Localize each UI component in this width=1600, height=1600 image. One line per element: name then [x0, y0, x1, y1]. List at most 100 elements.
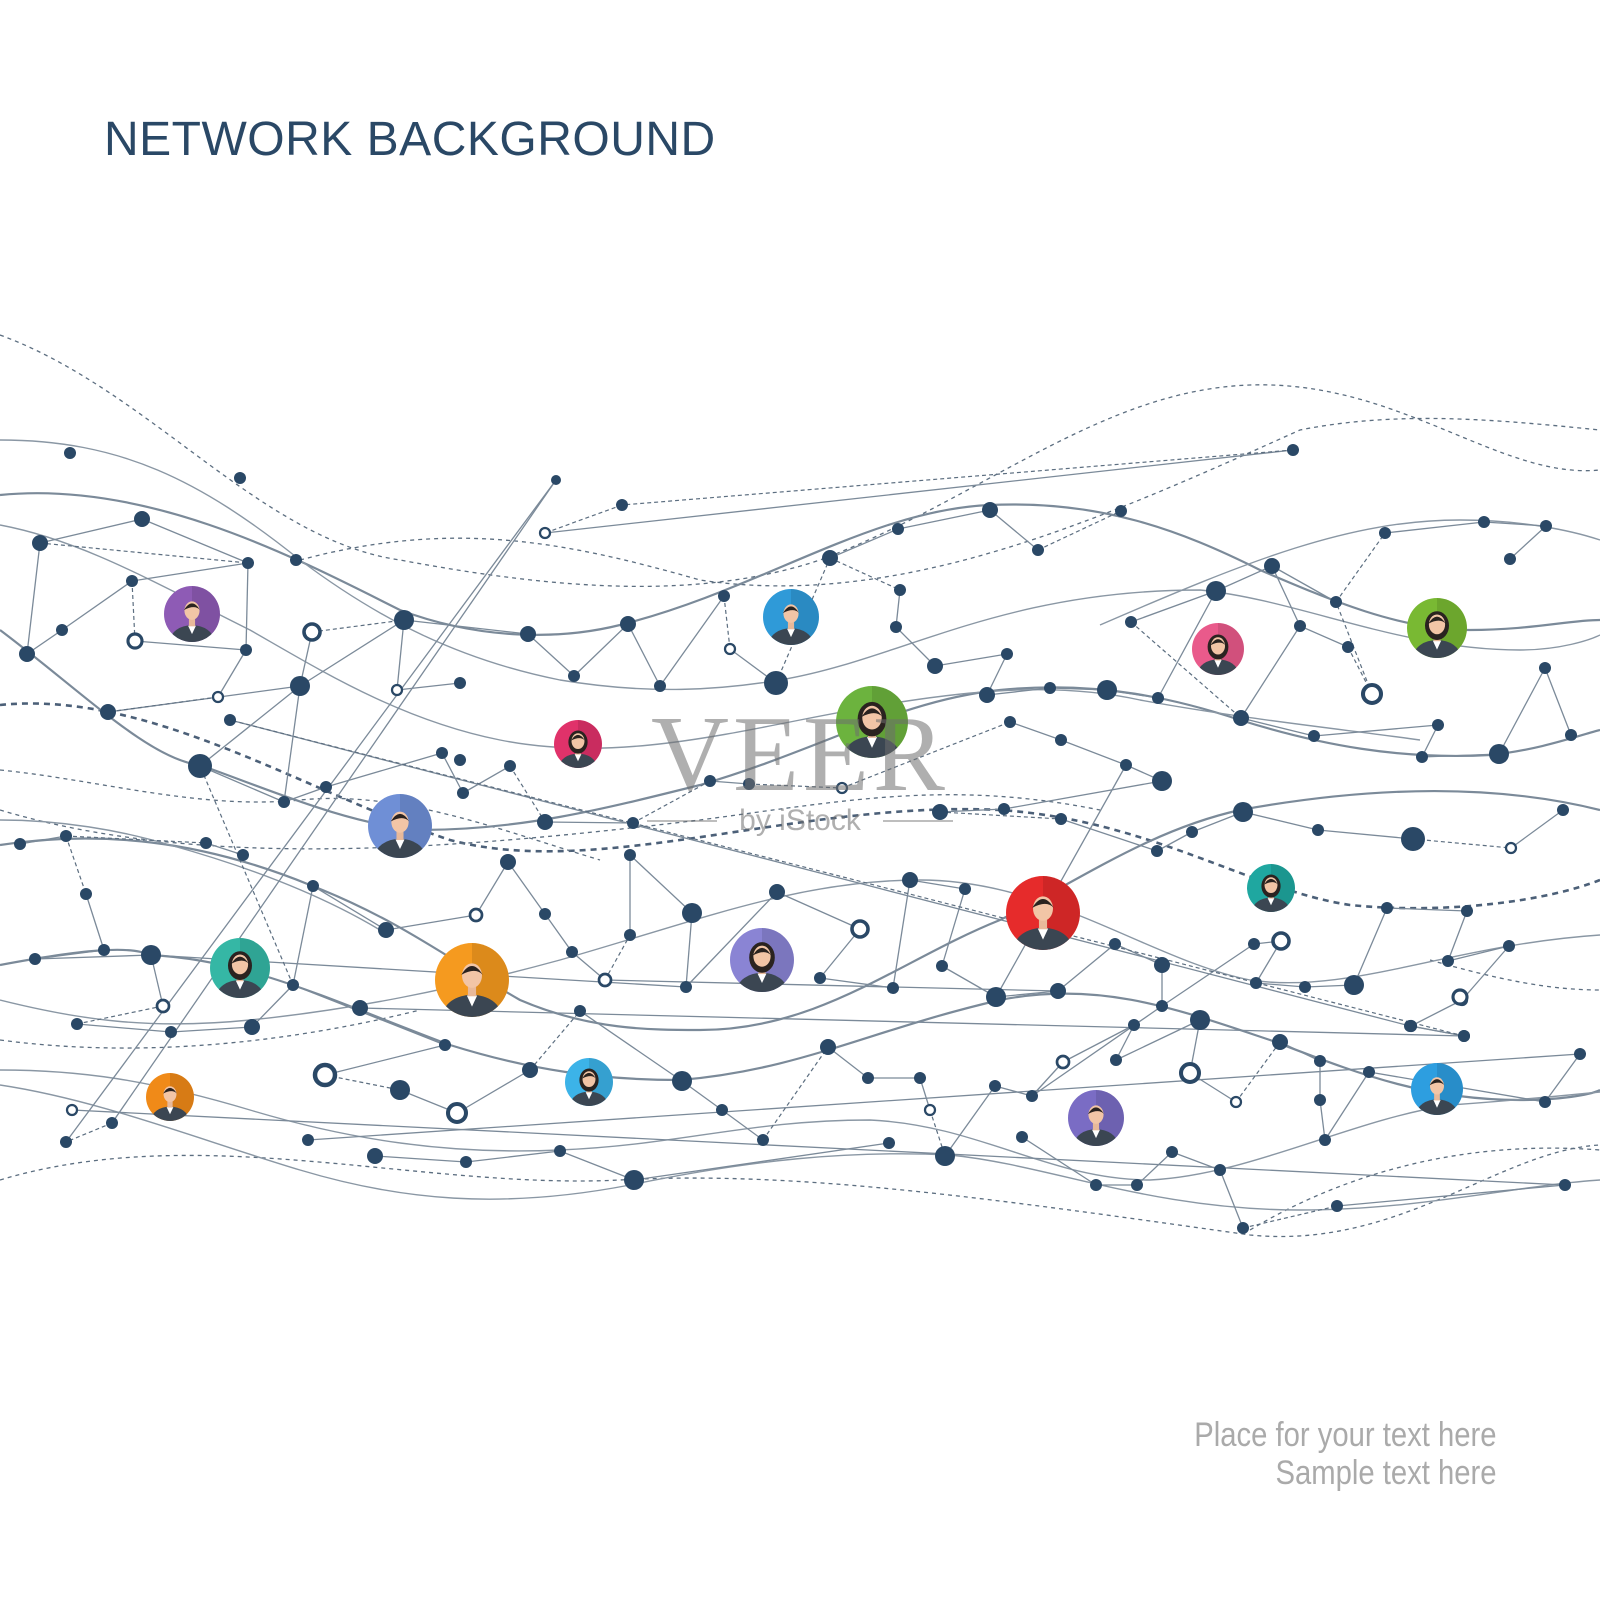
network-node [1299, 981, 1311, 993]
network-node [1151, 845, 1163, 857]
dashed-link [939, 811, 1062, 820]
solid-link [34, 954, 152, 960]
network-node [883, 1137, 895, 1149]
network-node [126, 575, 138, 587]
network-node [1540, 520, 1552, 532]
node-links [19, 449, 1581, 1229]
watermark: VEER by iStock [600, 700, 1000, 838]
avatar-woman-teal [1247, 864, 1295, 912]
network-node [240, 644, 252, 656]
network-node [378, 922, 394, 938]
network-node [887, 982, 899, 994]
network-node [1442, 955, 1454, 967]
network-node [1458, 1030, 1470, 1042]
network-node [1214, 1164, 1226, 1176]
network-node [1344, 975, 1364, 995]
ring-node [597, 972, 613, 988]
dashed-link [723, 595, 731, 650]
network-node [56, 624, 68, 636]
dashed-link [131, 580, 136, 642]
solid-link [1003, 780, 1163, 810]
ring-node [1451, 988, 1469, 1006]
network-node [616, 499, 628, 511]
network-node [352, 1000, 368, 1016]
ring-node [1178, 1061, 1202, 1085]
network-node [1032, 544, 1044, 556]
solid-link [1386, 907, 1468, 912]
network-node [1539, 662, 1551, 674]
solid-link [61, 580, 133, 631]
network-node [892, 523, 904, 535]
network-node [894, 584, 906, 596]
solid-link [307, 1053, 1581, 1141]
solid-link [324, 1044, 446, 1076]
network-node [539, 908, 551, 920]
dashed-link [604, 934, 631, 981]
network-node [1125, 616, 1137, 628]
network-node [134, 511, 150, 527]
solid-link [1410, 999, 1463, 1027]
network-node [1186, 826, 1198, 838]
solid-link [1115, 1019, 1201, 1061]
solid-link [544, 821, 634, 824]
network-node [290, 676, 310, 696]
network-node [307, 880, 319, 892]
network-node [936, 960, 948, 972]
solid-link [292, 984, 446, 1046]
solid-link [134, 640, 247, 651]
network-node [290, 554, 302, 566]
avatar-man-blue [368, 794, 432, 858]
network-node [1055, 813, 1067, 825]
network-nodes [14, 444, 1586, 1234]
dashed-link [311, 619, 405, 633]
network-node [1004, 716, 1016, 728]
network-node [500, 854, 516, 870]
solid-link [1215, 565, 1273, 592]
solid-link [312, 885, 387, 931]
solid-link [131, 562, 249, 582]
network-node [537, 814, 553, 830]
avatar-woman-lavender [730, 928, 794, 992]
network-node [29, 953, 41, 965]
network-node [504, 760, 516, 772]
dashed-link [841, 721, 1011, 789]
network-node [436, 747, 448, 759]
solid-link [994, 1085, 1033, 1097]
avatar-woman [554, 720, 602, 768]
watermark-sub: by iStock [739, 804, 861, 837]
ring-node [1055, 1054, 1071, 1070]
person-icon [1252, 864, 1295, 912]
network-node [822, 550, 838, 566]
network-node [1557, 804, 1569, 816]
network-node [71, 1018, 83, 1030]
person-icon [559, 720, 602, 768]
network-node [1432, 719, 1444, 731]
solid-link [829, 528, 899, 559]
ring-node [538, 526, 552, 540]
network-node [1539, 1096, 1551, 1108]
solid-link [934, 653, 1008, 667]
network-node [1489, 744, 1509, 764]
network-node [1131, 1179, 1143, 1191]
network-node [1308, 730, 1320, 742]
person-icon [443, 943, 509, 1017]
solid-link [1299, 625, 1349, 648]
solid-link [507, 861, 546, 915]
network-node [979, 687, 995, 703]
solid-link [629, 854, 693, 914]
solid-link [26, 542, 41, 655]
person-icon [769, 589, 819, 645]
solid-link [396, 619, 405, 691]
solid-link [685, 891, 778, 988]
network-node [1115, 505, 1127, 517]
network-node [986, 987, 1006, 1007]
network-node [1237, 1222, 1249, 1234]
network-node [454, 677, 466, 689]
avatar-nodes [146, 586, 1467, 1146]
network-node [1314, 1055, 1326, 1067]
network-node [624, 929, 636, 941]
solid-link [359, 1007, 1465, 1037]
network-node [242, 557, 254, 569]
network-node [1250, 977, 1262, 989]
solid-link [1242, 811, 1319, 831]
